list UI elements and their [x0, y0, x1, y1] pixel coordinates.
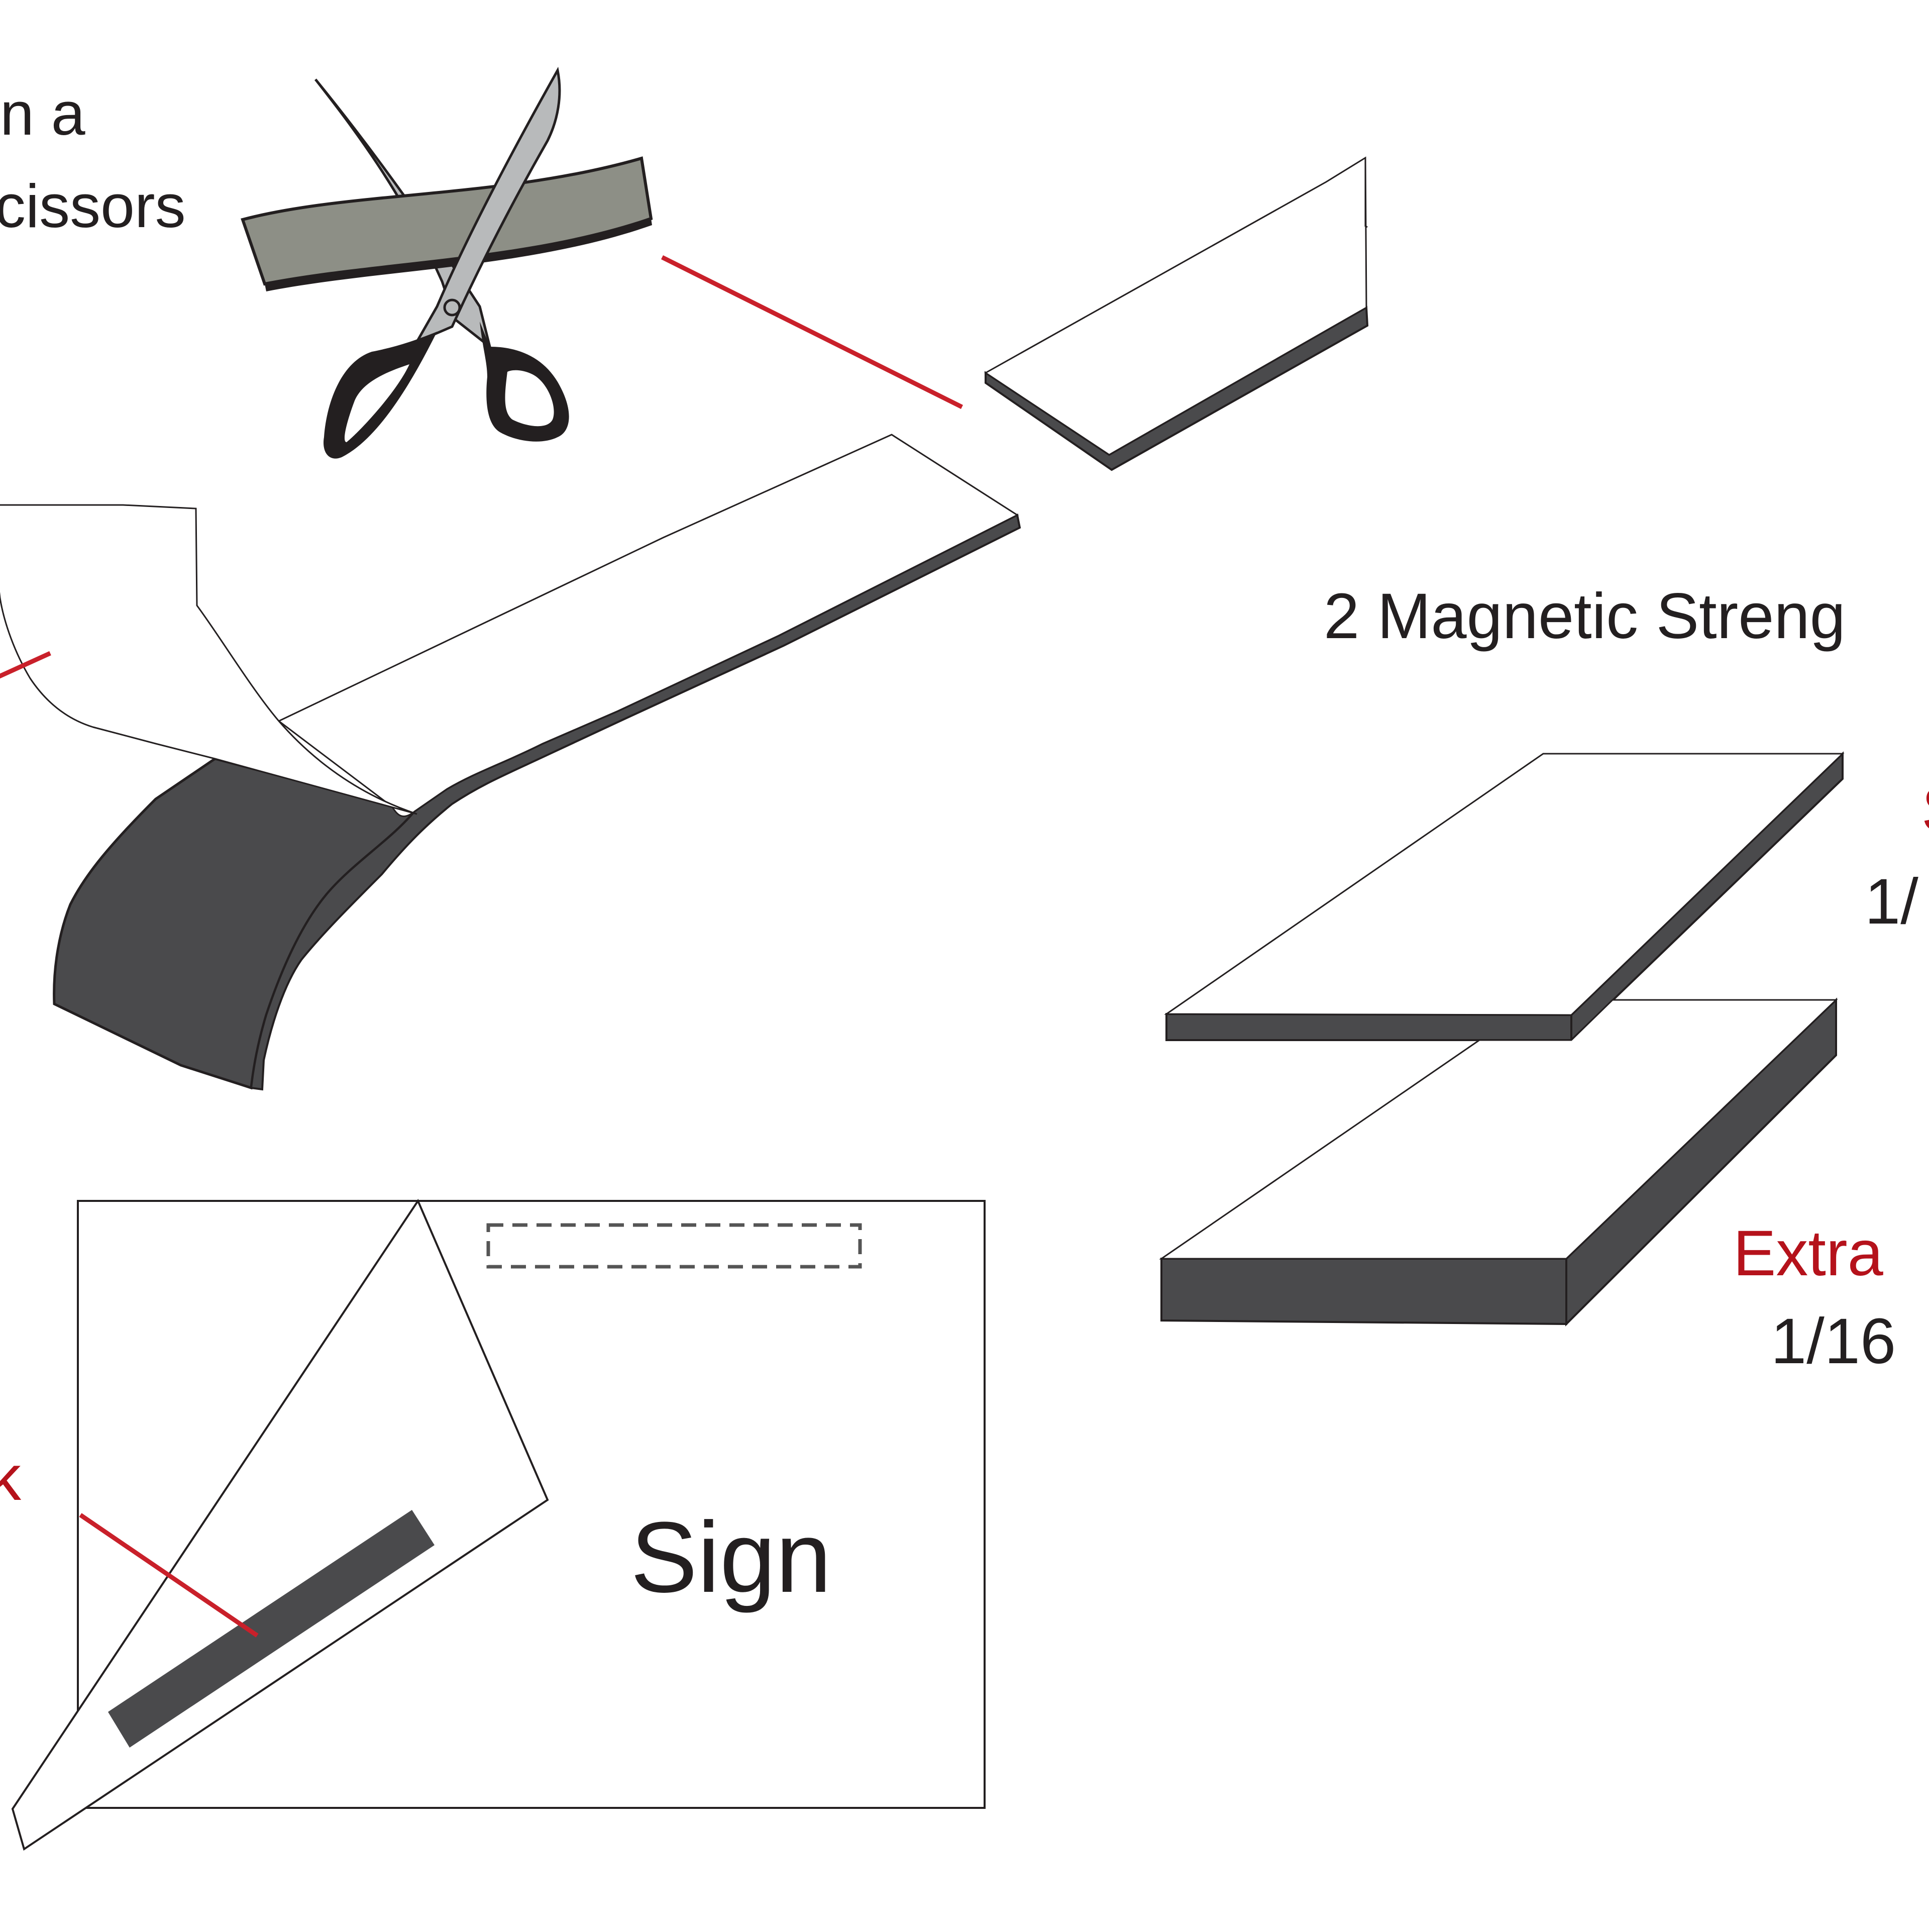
standard-slab-front: [1165, 1012, 1572, 1041]
peeling-magnet-strip: [0, 434, 1021, 1091]
cut-leader-line: [661, 255, 963, 410]
strengths-title: 2 Magnetic Streng: [1324, 580, 1846, 652]
peel-stick-label: k: [0, 1442, 22, 1514]
cut-piece-notch: [1364, 158, 1368, 228]
strip-bottom-edge: [265, 219, 652, 291]
scissors-cutting-strip: [241, 66, 653, 459]
standard-thickness-label: 1/: [1865, 866, 1918, 938]
scissors-handle-right: [480, 322, 569, 442]
sign-with-magnet: [11, 1198, 986, 1851]
strip-side-edge: [250, 514, 1021, 1091]
extra-slab-top: [1159, 999, 1838, 1260]
scissors-blade-back: [314, 78, 492, 350]
cut-instruction-line2: cissors: [0, 172, 186, 240]
scissors-pivot-screw: [443, 298, 461, 317]
sign-label: Sign: [630, 1501, 831, 1613]
cut-instruction-line1: n a: [0, 79, 85, 148]
scissors-handle-left: [324, 332, 437, 459]
standard-slab-top: [1164, 753, 1845, 1016]
sign-leader-line: [79, 1513, 259, 1638]
extra-thickness-label: 1/16: [1771, 1305, 1896, 1377]
strip-top-face: [277, 434, 1019, 818]
magnet-placement-dashed-outline: [486, 1223, 862, 1269]
cut-magnet-piece: [984, 156, 1369, 471]
standard-strength-slab: [1164, 751, 1845, 1043]
standard-strength-label: S: [1921, 774, 1929, 846]
peel-leader-line: [0, 651, 51, 679]
sign-back-magnet-strip: [108, 1510, 435, 1748]
extra-strength-label: Extra: [1733, 1217, 1884, 1289]
extra-strength-slab: [1159, 997, 1838, 1327]
scissors-blade-front: [414, 66, 561, 345]
extra-slab-front: [1160, 1258, 1567, 1326]
strip-curl-dark: [53, 757, 417, 1090]
peeled-backing-paper: [0, 504, 417, 815]
sign-fold-crease: [12, 1200, 418, 1809]
cut-piece-top: [984, 156, 1367, 456]
